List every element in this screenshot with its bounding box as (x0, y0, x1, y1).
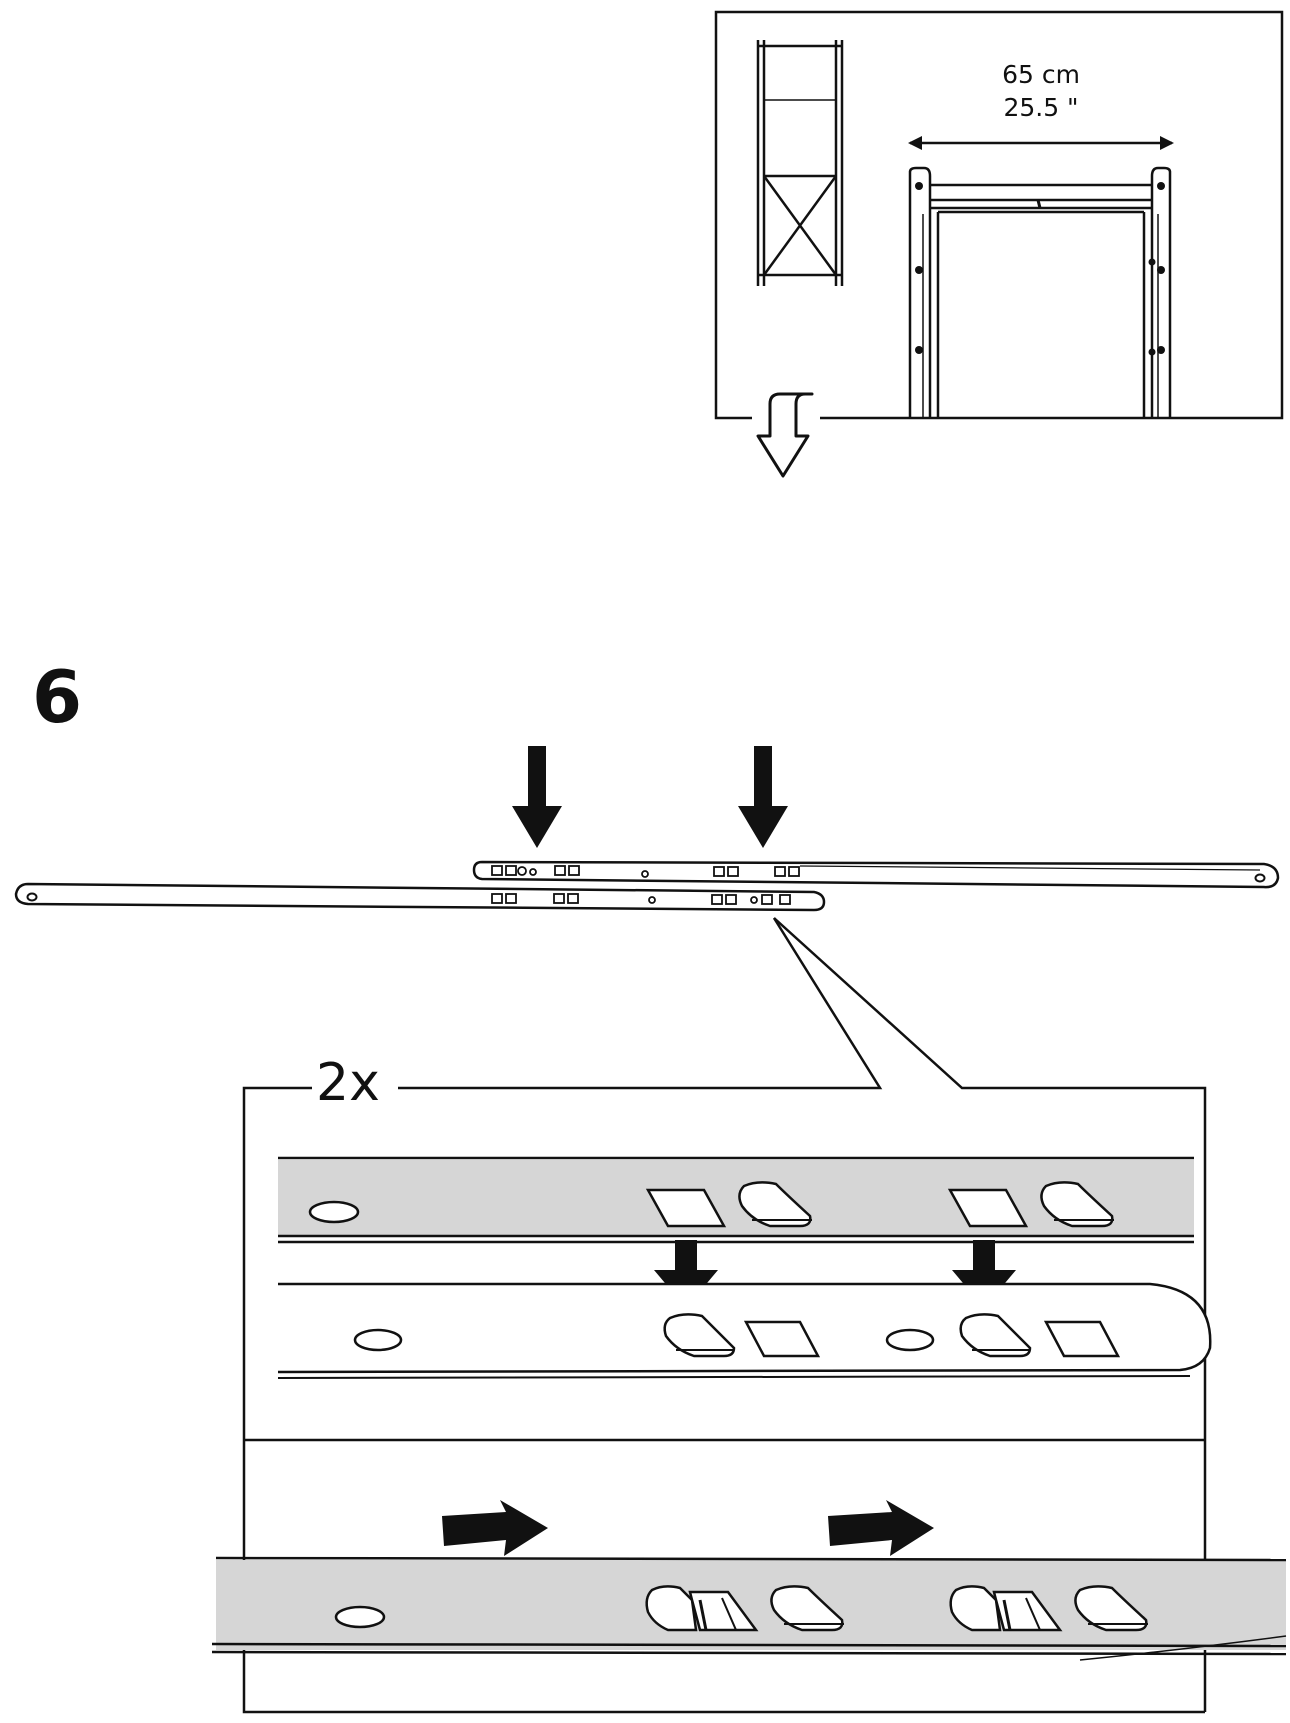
upper-rail (472, 860, 1280, 889)
down-arrow-icon (512, 746, 562, 848)
right-arrow-icon (828, 1500, 934, 1556)
clothes-rail-frame (908, 166, 1172, 418)
double-arrow-icon (949, 1585, 1148, 1632)
zoom-callout (242, 917, 1207, 1714)
step-number: 6 (32, 655, 82, 739)
right-arrow-icon (442, 1500, 548, 1556)
lower-rail (14, 882, 826, 912)
rail-slots (491, 865, 800, 878)
width-metric-label: 65 cm (1002, 60, 1080, 89)
double-arrow-icon (645, 1585, 844, 1632)
frame-bolts (915, 182, 1165, 356)
dimension-panel: 65 cm 25.5 " (714, 10, 1284, 478)
down-arrow-icon (738, 746, 788, 848)
rail-slots (491, 893, 791, 905)
detail-strip-bottom (211, 1556, 1287, 1661)
width-dimension-line (908, 136, 1174, 150)
width-imperial-label: 25.5 " (1003, 93, 1078, 122)
hollow-down-arrow-icon (756, 392, 814, 478)
quantity-label: 2x (316, 1053, 380, 1113)
detail-rail-end (277, 1282, 1212, 1379)
detail-strip-top (278, 1156, 1194, 1244)
shelf-unit-icon (756, 40, 844, 286)
